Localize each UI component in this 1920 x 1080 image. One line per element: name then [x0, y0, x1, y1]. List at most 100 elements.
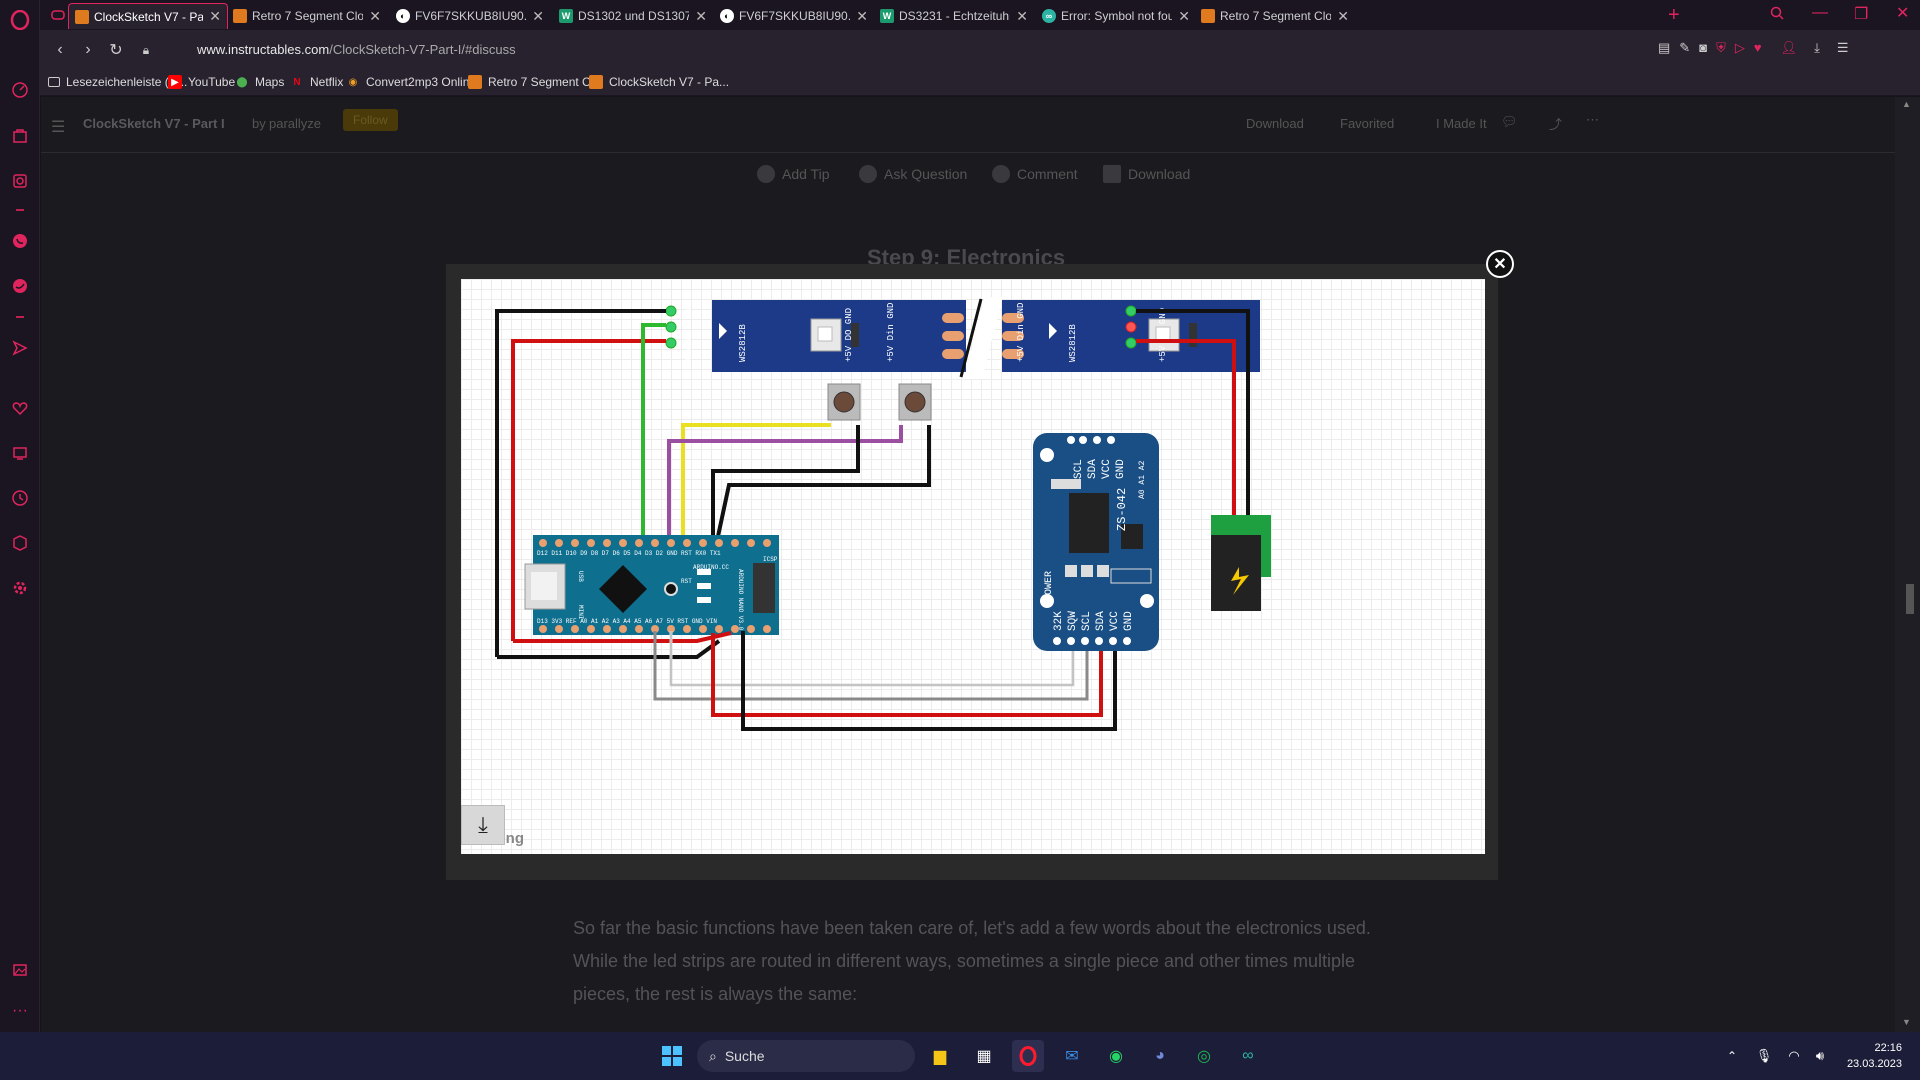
tab-close-icon[interactable]: ✕ — [209, 8, 221, 24]
author-link[interactable]: parallyze — [269, 116, 322, 131]
header-made-it-button[interactable]: I Made It — [1436, 116, 1487, 131]
browser-tab[interactable]: Retro 7 Segment Clock - th✕ — [1195, 3, 1355, 29]
browser-tab[interactable]: ∞Error: Symbol not found er✕ — [1036, 3, 1196, 29]
twitter-icon[interactable] — [8, 274, 32, 298]
opera-taskbar-icon[interactable] — [1012, 1040, 1044, 1072]
browser-tab[interactable]: ◐FV6F7SKKUB8IU90.jpg (302✕ — [390, 3, 550, 29]
browser-tab[interactable]: Retro 7 Segment Clock - th✕ — [227, 3, 387, 29]
svg-text:USB: USB — [577, 571, 584, 582]
comment-button[interactable]: Comment — [992, 165, 1078, 183]
taskbar-search[interactable]: ⌕Suche — [697, 1040, 915, 1072]
tab-close-icon[interactable]: ✕ — [695, 7, 707, 24]
restore-window-button[interactable]: ❐ — [1854, 6, 1869, 23]
heart-favorite-icon[interactable]: ♥ — [1753, 40, 1762, 55]
microphone-icon[interactable]: 🎙︎ — [1755, 1048, 1773, 1063]
speed-dial-icon[interactable] — [8, 78, 32, 102]
header-favorited-button[interactable]: Favorited — [1340, 116, 1395, 131]
discord-icon[interactable]: ◕ — [1155, 1047, 1165, 1064]
heart-icon[interactable] — [8, 396, 32, 420]
tab-close-icon[interactable]: ✕ — [369, 7, 381, 24]
scroll-up-icon[interactable]: ▲ — [1902, 99, 1911, 109]
extensions-icon[interactable] — [8, 531, 32, 555]
more-options-icon[interactable]: ··· — [12, 1002, 28, 1019]
reader-mode-icon[interactable]: ▤ — [1658, 40, 1671, 55]
back-button[interactable]: ‹ — [57, 41, 63, 58]
tab-title: Error: Symbol not found er — [1061, 9, 1173, 23]
download-icon[interactable]: ⤓ — [1814, 40, 1820, 55]
snapshot-icon[interactable]: ◙ — [1699, 40, 1708, 55]
mail-icon[interactable]: ✉ — [1065, 1048, 1079, 1065]
opera-logo-icon[interactable] — [8, 8, 32, 32]
image-download-button[interactable]: ⤓ — [461, 805, 505, 845]
file-explorer-icon[interactable]: ▆ — [933, 1048, 947, 1065]
arduino-ide-icon[interactable]: ∞ — [1242, 1047, 1254, 1064]
forward-button[interactable]: › — [85, 41, 91, 58]
download-button[interactable]: Download — [1103, 165, 1190, 183]
edit-icon[interactable]: ✎ — [1679, 40, 1691, 55]
flow-send-icon[interactable]: ▷ — [1734, 40, 1745, 55]
bookmark-maps[interactable]: ⬤Maps — [236, 75, 285, 89]
tray-chevron-icon[interactable]: ⌃ — [1726, 1049, 1738, 1063]
page-scrollbar[interactable]: ▲ ▼ — [1895, 97, 1920, 1032]
shopping-icon[interactable] — [8, 123, 32, 147]
volume-icon[interactable]: 🔊︎ — [1815, 1048, 1825, 1063]
comments-icon[interactable]: 💬︎ — [1501, 114, 1518, 129]
minimize-window-button[interactable]: — — [1812, 4, 1828, 21]
arduino-nano-board: D12 D11 D10 D9 D8 D7 D6 D5 D4 D3 D2 GND … — [524, 535, 779, 635]
close-window-button[interactable]: ✕ — [1896, 5, 1910, 22]
instructables-icon — [468, 75, 482, 89]
tab-title: DS3231 - Echtzeituhr • Wol — [899, 9, 1011, 23]
taskbar-clock[interactable]: 22:16 23.03.2023 — [1836, 1040, 1902, 1072]
wifi-icon[interactable]: ◠ — [1788, 1048, 1800, 1063]
follow-button[interactable]: Follow — [343, 109, 398, 131]
ask-question-button[interactable]: Ask Question — [859, 165, 967, 183]
menu-icon[interactable]: ☰ — [51, 119, 66, 136]
tab-close-icon[interactable]: ✕ — [1016, 7, 1028, 24]
player-icon[interactable] — [8, 441, 32, 465]
history-icon[interactable] — [8, 486, 32, 510]
whatsapp-icon[interactable] — [8, 229, 32, 253]
account-icon[interactable]: 👤︎ — [1780, 40, 1798, 55]
reload-button[interactable]: ↻ — [109, 42, 123, 59]
scroll-down-icon[interactable]: ▼ — [1902, 1017, 1911, 1027]
header-download-button[interactable]: Download — [1246, 116, 1304, 131]
tab-cycler-icon[interactable] — [46, 3, 70, 27]
adblock-shield-icon[interactable]: ⛨ — [1716, 40, 1726, 55]
start-button[interactable] — [656, 1040, 688, 1072]
whatsapp-taskbar-icon[interactable]: ◉ — [1109, 1048, 1123, 1065]
gallery-icon[interactable] — [8, 958, 32, 982]
settings-gear-icon[interactable] — [8, 576, 32, 600]
netflix-icon: N — [293, 76, 301, 88]
tab-close-icon[interactable]: ✕ — [1337, 7, 1349, 24]
tab-close-icon[interactable]: ✕ — [1178, 7, 1190, 24]
svg-text:SDA: SDA — [1095, 611, 1107, 631]
browser-tab[interactable]: ClockSketch V7 - Part I : 12✕ — [68, 3, 228, 29]
new-tab-button[interactable]: + — [1668, 4, 1680, 26]
push-button-2 — [898, 383, 932, 421]
spotify-icon[interactable]: ◎ — [1197, 1048, 1211, 1065]
browser-sidebar: ··· — [0, 0, 40, 1032]
close-lightbox-button[interactable]: ✕ — [1486, 250, 1514, 278]
tab-close-icon[interactable]: ✕ — [856, 7, 868, 24]
bookmark-clocksketch[interactable]: ClockSketch V7 - Pa... — [589, 75, 729, 89]
send-icon[interactable] — [8, 336, 32, 360]
search-tabs-icon[interactable] — [1770, 6, 1784, 23]
bookmark-youtube[interactable]: ▶YouTube — [168, 75, 235, 89]
easy-setup-icon[interactable]: ☰ — [1836, 40, 1849, 55]
bookmark-folder[interactable]: Lesezeichenleiste (C... — [48, 75, 187, 89]
store-icon[interactable]: ▦ — [976, 1048, 992, 1065]
more-icon[interactable]: ⋯ — [1586, 112, 1599, 127]
browser-tab[interactable]: ◐FV6F7SKKUB8IU90.jpg (302✕ — [714, 3, 874, 29]
bookmark-retro-clock[interactable]: Retro 7 Segment Cl... — [468, 75, 603, 89]
bookmark-convert2mp3[interactable]: ◉Convert2mp3 Onlin... — [346, 75, 480, 89]
tab-close-icon[interactable]: ✕ — [532, 7, 544, 24]
camera-icon[interactable] — [8, 169, 32, 193]
url-field[interactable]: www.instructables.com/ClockSketch-V7-Par… — [197, 42, 516, 57]
scroll-thumb[interactable] — [1906, 584, 1914, 614]
add-tip-button[interactable]: Add Tip — [757, 165, 829, 183]
lock-icon[interactable]: 🔒︎ — [142, 42, 150, 57]
share-icon[interactable]: ⤴ — [1549, 117, 1563, 132]
